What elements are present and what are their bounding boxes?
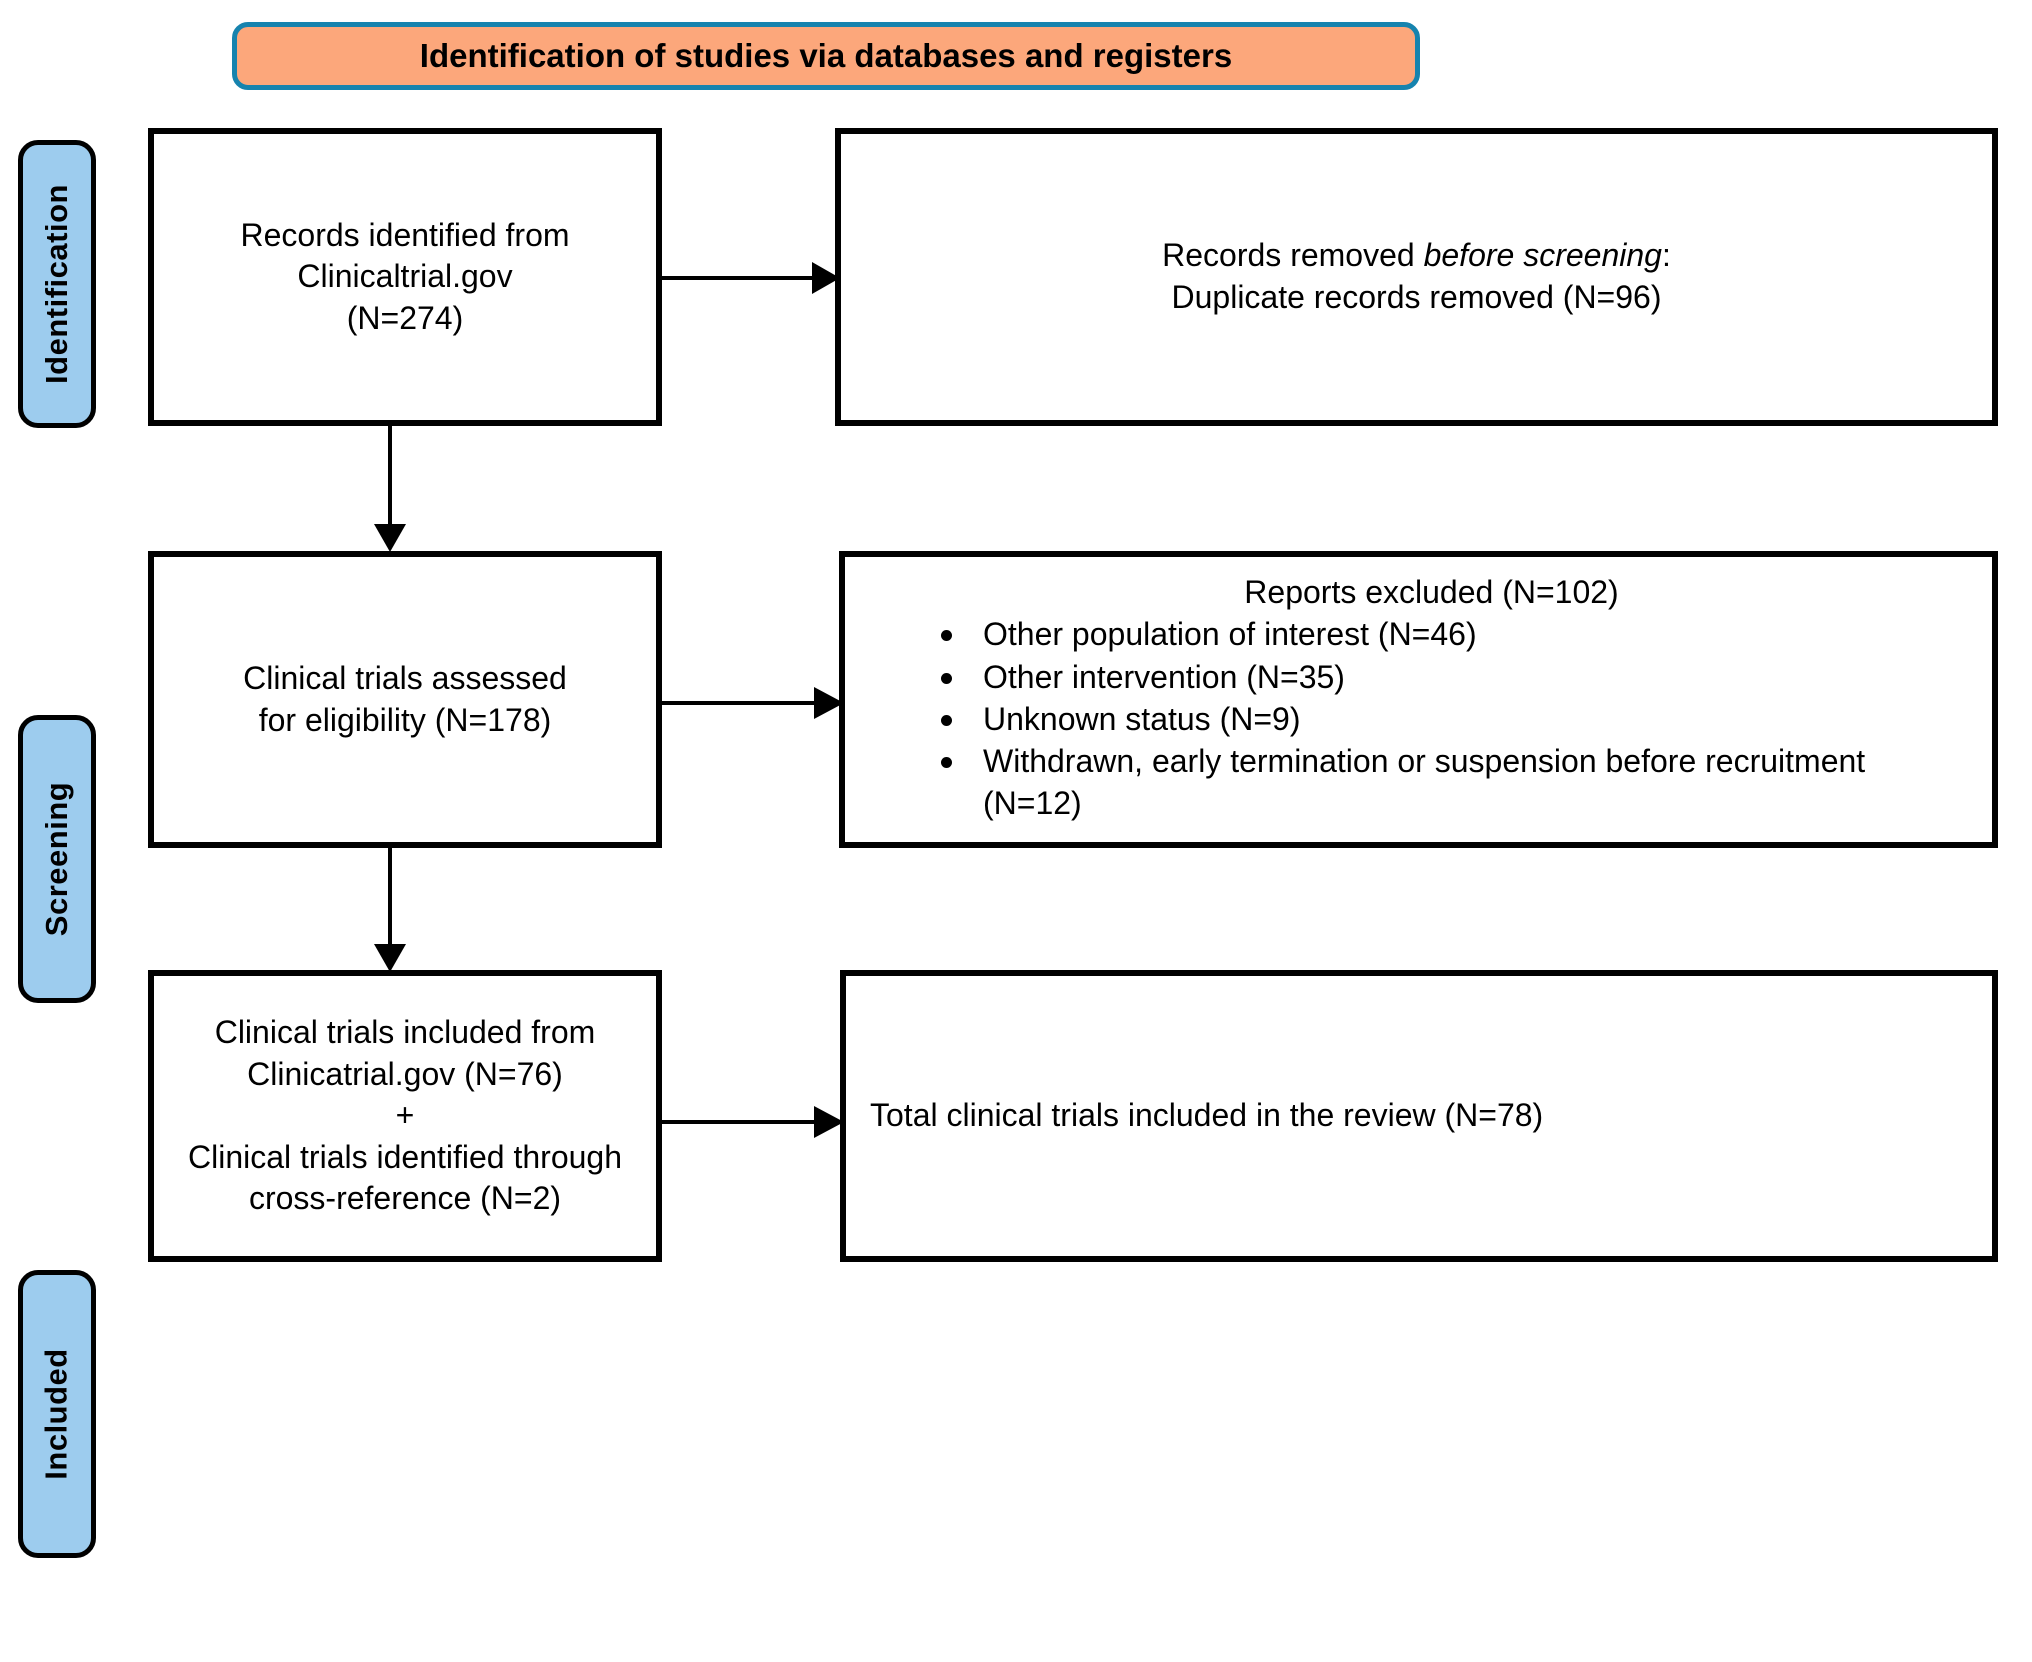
box-reports-excluded: Reports excluded (N=102) Other populatio…	[839, 551, 1998, 848]
list-item: Other intervention (N=35)	[905, 656, 1958, 698]
assessed-line-1: Clinical trials assessed	[243, 659, 567, 696]
box-total-included: Total clinical trials included in the re…	[840, 970, 1998, 1262]
list-item: Withdrawn, early termination or suspensi…	[905, 740, 1958, 824]
stage-label-included: Included	[39, 1348, 75, 1480]
box-excluded-content: Reports excluded (N=102) Other populatio…	[845, 574, 1992, 824]
records-identified-line-3: (N=274)	[346, 299, 464, 336]
box-included-text: Clinical trials included from Clinicatri…	[188, 1012, 622, 1220]
stage-label-screening: Screening	[39, 781, 75, 937]
records-removed-emphasis: before screening	[1423, 237, 1662, 274]
assessed-line-2: for eligibility (N=178)	[258, 701, 552, 738]
box-trials-included: Clinical trials included from Clinicatri…	[148, 970, 662, 1262]
list-item: Unknown status (N=9)	[905, 698, 1958, 740]
total-line-1: Total clinical trials included in the re…	[870, 1097, 1544, 1134]
arrow-identified-to-removed	[662, 262, 840, 294]
included-line-2: Clinicatrial.gov (N=76)	[247, 1055, 563, 1092]
box-assessed-for-eligibility: Clinical trials assessed for eligibility…	[148, 551, 662, 848]
stage-tab-screening: Screening	[18, 715, 96, 1003]
list-item: Other population of interest (N=46)	[905, 613, 1958, 655]
excluded-reasons-list: Other population of interest (N=46) Othe…	[905, 613, 1958, 824]
records-removed-prefix: Records removed	[1162, 237, 1424, 274]
arrow-included-to-total	[662, 1106, 844, 1138]
arrow-assessed-to-included	[374, 846, 406, 972]
arrow-assessed-to-excluded	[662, 687, 844, 719]
included-line-1: Clinical trials included from	[214, 1014, 596, 1051]
arrow-identified-to-assessed	[374, 424, 406, 552]
stage-tab-included: Included	[18, 1270, 96, 1558]
box-records-removed: Records removed before screening: Duplic…	[835, 128, 1998, 426]
records-removed-suffix: :	[1661, 237, 1671, 274]
box-records-identified: Records identified from Clinicaltrial.go…	[148, 128, 662, 426]
box-records-removed-text: Records removed before screening: Duplic…	[1162, 235, 1671, 318]
box-records-identified-text: Records identified from Clinicaltrial.go…	[240, 215, 569, 340]
included-line-3: +	[395, 1097, 415, 1134]
diagram-title: Identification of studies via databases …	[419, 37, 1233, 74]
included-line-5: cross-reference (N=2)	[248, 1180, 562, 1217]
records-identified-line-2: Clinicaltrial.gov	[297, 258, 513, 295]
stage-label-identification: Identification	[39, 184, 75, 384]
stage-tab-identification: Identification	[18, 140, 96, 428]
diagram-header-banner: Identification of studies via databases …	[232, 22, 1420, 90]
box-assessed-text: Clinical trials assessed for eligibility…	[243, 658, 567, 741]
box-total-text: Total clinical trials included in the re…	[846, 1095, 1543, 1137]
records-removed-line-2: Duplicate records removed (N=96)	[1171, 279, 1662, 315]
included-line-4: Clinical trials identified through	[188, 1138, 622, 1175]
records-identified-line-1: Records identified from	[240, 216, 570, 253]
records-removed-line-1: Records removed before screening:	[1162, 235, 1671, 277]
excluded-title: Reports excluded (N=102)	[1244, 574, 1619, 611]
